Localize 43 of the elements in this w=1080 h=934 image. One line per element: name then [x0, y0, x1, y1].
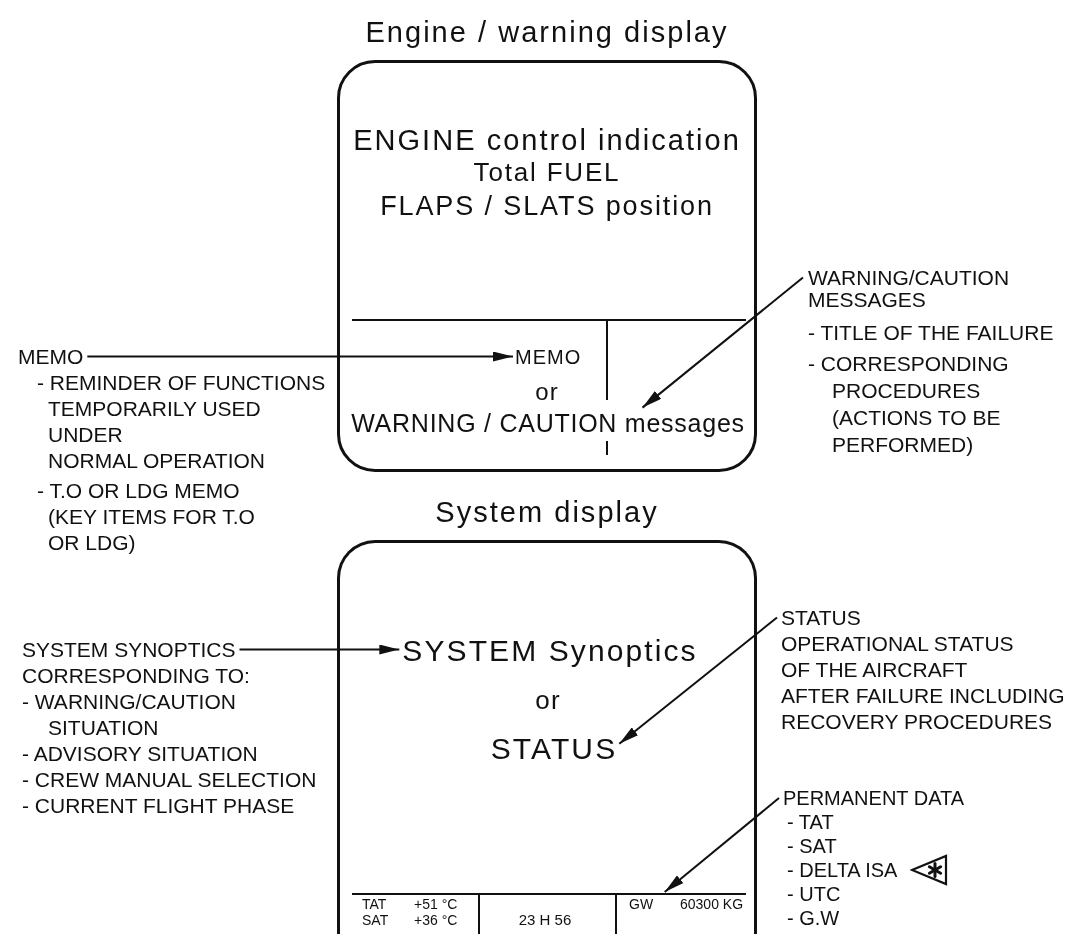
callout-heading: WARNING/CAUTION MESSAGES: [808, 267, 1010, 311]
display-text: or: [535, 378, 559, 406]
display-title: System display: [435, 496, 659, 530]
temperature-value: +36 °C: [414, 911, 458, 929]
display-text: WARNING / CAUTION messages: [351, 408, 745, 438]
callout-item: - TAT: [787, 810, 834, 834]
display-text: Total FUEL: [473, 158, 621, 188]
field-label: TAT: [362, 895, 387, 913]
callout-item: - CORRESPONDING PROCEDURES (ACTIONS TO BE PERFORMED): [808, 351, 1009, 458]
field-label: GW: [629, 895, 654, 913]
callout-item: - T.O OR LDG MEMO (KEY ITEMS FOR T.O OR LDG): [37, 478, 255, 556]
field-label: SAT: [362, 911, 389, 929]
display-text: MEMO: [515, 345, 582, 369]
callout-heading: MEMO: [18, 344, 84, 370]
leader-arrow: [238, 644, 401, 655]
leader-arrow: [663, 797, 780, 893]
display-text: ENGINE control indication: [353, 124, 741, 158]
display-text: SYSTEM Synoptics: [402, 633, 698, 669]
display-text: or: [535, 686, 561, 716]
readout-cell: [478, 893, 617, 934]
display-text: STATUS: [490, 731, 618, 767]
callout-item: - TITLE OF THE FAILURE: [808, 320, 1054, 346]
callout-item: - WARNING/CAUTION SITUATION: [22, 689, 236, 741]
callout-item: - SAT: [787, 834, 837, 858]
callout-item: - G.W: [787, 906, 840, 930]
weight-value: 60300 KG: [680, 895, 744, 913]
callout-heading: SYSTEM SYNOPTICS CORRESPONDING TO:: [22, 637, 250, 689]
leader-arrow: [618, 616, 778, 745]
callout-item: OPERATIONAL STATUS OF THE AIRCRAFT AFTER FAILURE INCLUDING RECOVERY PROCEDURES: [781, 631, 1065, 735]
clock-time: 23 H 56: [518, 911, 572, 929]
leader-arrow: [86, 351, 514, 362]
callout-item: - CURRENT FLIGHT PHASE: [22, 793, 295, 819]
callout-item: - CREW MANUAL SELECTION: [22, 767, 317, 793]
callout-item: - ADVISORY SITUATION: [22, 741, 258, 767]
callout-item: - UTC: [787, 882, 841, 906]
callout-item: - REMINDER OF FUNCTIONS TEMPORARILY USED UNDER NORMAL OPERATION: [37, 370, 326, 474]
callout-heading: STATUS: [781, 605, 861, 631]
leader-arrow: [641, 276, 804, 409]
callout-item: - DELTA ISA: [787, 858, 898, 882]
callout-heading: PERMANENT DATA: [783, 786, 965, 810]
display-text: FLAPS / SLATS position: [380, 191, 714, 223]
display-title: Engine / warning display: [365, 16, 729, 50]
temperature-value: +51 °C: [414, 895, 458, 913]
